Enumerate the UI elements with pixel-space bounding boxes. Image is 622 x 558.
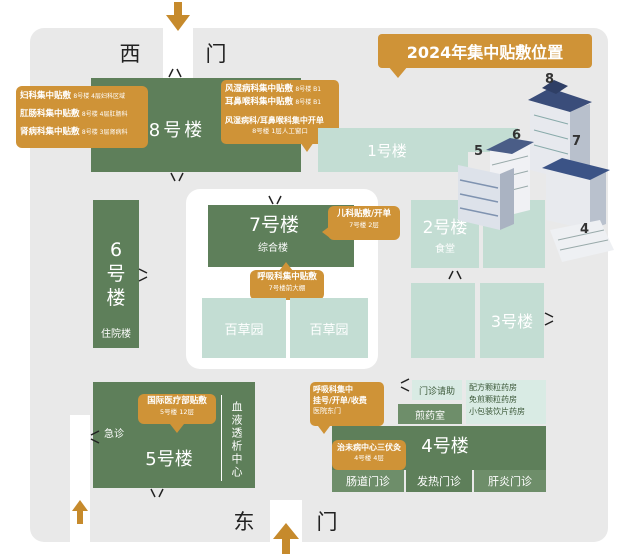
callout-building8-left: 妇科集中贴敷 8号楼 4层妇科区域 肛肠科集中贴敷 8号楼 4层肛肠科 肾病科集…: [16, 86, 148, 148]
building-4-intestinal-clinic: 肠道门诊: [332, 470, 404, 492]
building-5-label: 5号楼: [145, 449, 193, 470]
inset-number-6: 6: [512, 128, 522, 143]
west-gate-label-2: 门: [205, 42, 227, 66]
callout-rheumatology: 风湿病科集中贴敷 8号楼 B1: [225, 84, 322, 94]
building-2-sublabel: 食堂: [435, 243, 455, 255]
building-4-decoction-room: 煎药室: [398, 404, 462, 424]
door-icon: [138, 268, 148, 282]
west-gate-arrow-icon: [166, 2, 190, 32]
door-icon: [400, 378, 410, 392]
callout-respiratory-title: 呼吸科集中贴敷: [257, 272, 317, 282]
callout-pediatric: 儿科贴敷/开单 7号楼 2层: [328, 206, 400, 240]
building-3-west: [411, 283, 475, 358]
building-4-clinic-procedures: 门诊请助: [412, 380, 462, 400]
callout-gynecology: 妇科集中贴敷 8号楼 4层妇科区域: [20, 91, 125, 101]
pharmacy-line-1: 配方颗粒药房: [469, 383, 517, 392]
building-7-label: 7号楼: [248, 213, 300, 236]
building-6-sublabel: 住院楼: [101, 328, 131, 340]
building-5-emergency: 急诊: [104, 428, 124, 440]
building-2-label: 2号楼: [422, 217, 468, 238]
herb-garden-east: 百草园: [290, 298, 368, 358]
callout-respiratory-tail: [279, 262, 293, 271]
east-gate-label-2: 门: [316, 510, 338, 534]
inset-number-5: 5: [474, 144, 484, 159]
callout-international-tail: [170, 424, 184, 433]
door-icon: [90, 430, 100, 444]
callout-respiratory-registration: 呼吸科集中 挂号/开单/收费 医院东门: [310, 382, 384, 426]
door-icon: [168, 68, 182, 78]
pharmacy-line-2: 免煎颗粒药房: [469, 395, 517, 404]
callout-preventive: 治未病中心三伏灸 4号楼 4层: [332, 440, 406, 470]
door-icon: [544, 312, 554, 326]
callout-building8-right-tail: [300, 142, 314, 152]
callout-pediatric-location: 7号楼 2层: [349, 221, 379, 229]
building-6-label: 6 号 楼: [93, 238, 139, 310]
building-4-fever-clinic: 发热门诊: [406, 470, 472, 492]
building-4-pharmacy: 配方颗粒药房 免煎颗粒药房 小包装饮片药房: [466, 380, 546, 424]
callout-respiratory-reg-line1: 呼吸科集中: [313, 385, 353, 394]
callout-international-location: 5号楼 12层: [160, 408, 194, 416]
southwest-gate-arrow-icon: [72, 500, 88, 524]
callout-pediatric-title: 儿科贴敷/开单: [336, 209, 392, 219]
inset-number-7: 7: [572, 134, 582, 149]
building-7-sublabel: 综合楼: [258, 242, 288, 254]
callout-respiratory-location: 7号楼前大棚: [268, 284, 306, 292]
door-icon: [268, 195, 282, 205]
door-icon: [170, 172, 184, 182]
callout-rheum-ent-billing: 风湿病科/耳鼻喉科集中开单: [225, 116, 324, 125]
map-title-tail: [388, 66, 408, 78]
building-6-label-1: 6: [109, 239, 123, 261]
building-3-label: 3号楼: [490, 312, 534, 331]
callout-ent: 耳鼻喉科集中贴敷 8号楼 B1: [225, 97, 322, 107]
callout-pediatric-tail: [322, 226, 330, 238]
callout-proctology: 肛肠科集中贴敷 8号楼 4层肛肠科: [20, 109, 128, 119]
callout-preventive-title: 治未病中心三伏灸: [337, 443, 401, 452]
map-title: 2024年集中贴敷位置: [378, 34, 592, 68]
building-8-label: 8号楼: [148, 120, 206, 141]
callout-respiratory-reg-line3: 医院东门: [313, 407, 341, 415]
inset-number-4: 4: [580, 222, 590, 237]
callout-respiratory: 呼吸科集中贴敷 7号楼前大棚: [250, 270, 324, 300]
building-4-hepatitis-clinic: 肝炎门诊: [474, 470, 546, 492]
inset-number-8: 8: [545, 72, 555, 87]
east-gate-arrow-icon: [273, 522, 299, 554]
callout-respiratory-reg-tail: [318, 426, 330, 434]
door-icon: [150, 488, 164, 498]
building-4-label: 4号楼: [421, 436, 469, 457]
door-icon: [448, 270, 462, 280]
building-5-dialysis-center: 血液透析中心: [230, 401, 243, 479]
callout-rheum-ent-billing-location: 8号楼 1层人工窗口: [252, 127, 308, 135]
building-6: [93, 200, 139, 348]
building-5-divider: [221, 395, 222, 481]
building-1-label: 1号楼: [367, 141, 407, 160]
campus-3d-inset: [458, 80, 614, 262]
building-1: [318, 128, 468, 172]
callout-international-title: 国际医疗部贴敷: [147, 396, 207, 406]
callout-preventive-location: 4号楼 4层: [354, 454, 384, 462]
building-6-label-3: 楼: [106, 287, 126, 309]
herb-garden-west: 百草园: [202, 298, 286, 358]
callout-international: 国际医疗部贴敷 5号楼 12层: [138, 394, 216, 424]
building-6-label-2: 号: [106, 263, 126, 285]
building-3: [480, 283, 544, 358]
west-gate-label-1: 西: [119, 42, 141, 66]
pharmacy-line-3: 小包装饮片药房: [469, 407, 525, 416]
east-gate-label-1: 东: [233, 510, 255, 534]
callout-respiratory-reg-line2: 挂号/开单/收费: [313, 396, 367, 405]
callout-nephrology: 肾病科集中贴敷 8号楼 3层肾病科: [20, 127, 128, 137]
